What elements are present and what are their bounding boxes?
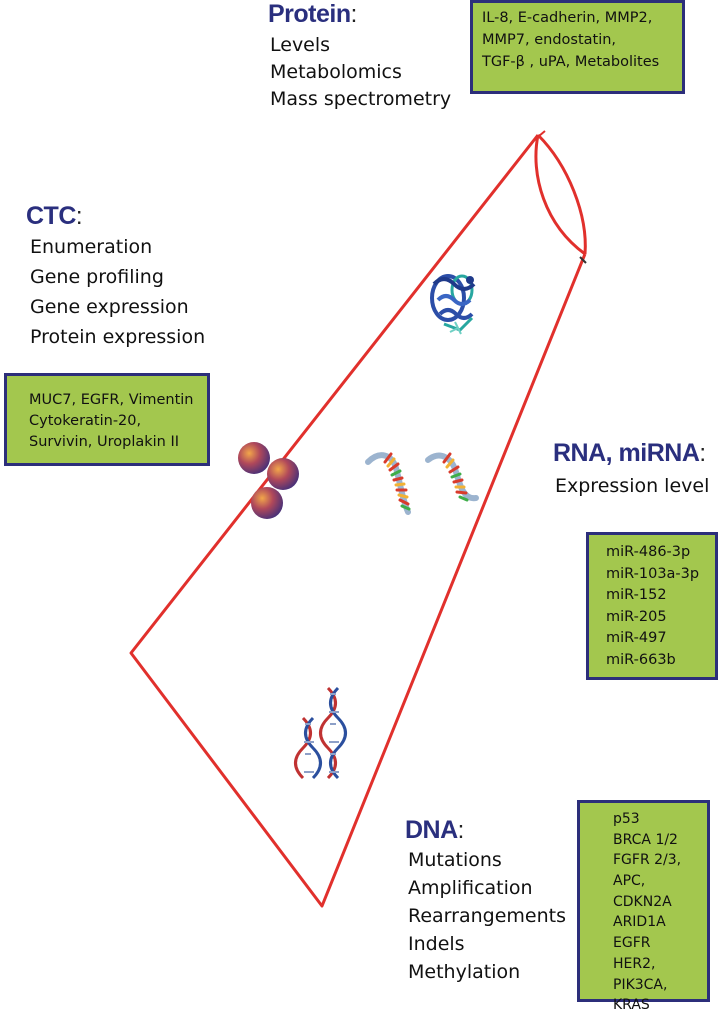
dna-marker-line: HER2,	[613, 955, 656, 972]
ctc-method: Protein expression	[30, 326, 206, 348]
ctc-marker-line: Cytokeratin-20,	[29, 413, 142, 429]
protein-method: Mass spectrometry	[270, 88, 452, 110]
rna-marker-line: miR-663b	[606, 651, 676, 668]
protein-title-colon: :	[350, 1, 358, 28]
rna-title-colon: :	[699, 440, 706, 467]
dna-title: DNA:	[405, 818, 464, 843]
cell-spheres-icon	[238, 442, 299, 519]
dna-marker-line: CDKN2A	[613, 893, 672, 910]
rna-title-text: RNA, miRNA	[553, 439, 700, 467]
ctc-methods-list: Enumeration Gene profiling Gene expressi…	[30, 238, 205, 358]
protein-title: Protein:	[268, 2, 357, 27]
dna-method: Mutations	[408, 849, 502, 871]
protein-methods-list: Levels Metabolomics Mass spectrometry	[270, 36, 451, 117]
dna-marker-line: BRCA 1/2	[613, 831, 678, 848]
dna-marker-line: FGFR 2/3,	[613, 852, 682, 869]
dna-title-text: DNA	[405, 816, 458, 844]
dna-method: Methylation	[408, 961, 521, 983]
dna-marker-line: ARID1A	[613, 914, 666, 931]
dna-marker-line: KRAS	[613, 997, 650, 1014]
protein-method: Levels	[270, 34, 331, 56]
ctc-title-colon: :	[75, 203, 83, 230]
rna-markers-box: miR-486-3p miR-103a-3p miR-152 miR-205 m…	[586, 532, 718, 680]
ctc-markers-box: MUC7, EGFR, Vimentin Cytokeratin-20, Sur…	[4, 373, 210, 466]
protein-marker-line: TGF-β , uPA, Metabolites	[482, 54, 660, 70]
protein-title-text: Protein	[268, 0, 351, 28]
dna-marker-line: PIK3CA,	[613, 976, 668, 993]
rna-marker-line: miR-486-3p	[606, 544, 691, 560]
tube-outline	[129, 130, 587, 908]
rna-methods-list: Expression level	[555, 477, 709, 496]
rna-strands-icon	[365, 452, 479, 515]
dna-title-colon: :	[457, 817, 465, 844]
rna-title: RNA, miRNA:	[553, 441, 706, 466]
dna-marker-line: APC,	[613, 873, 646, 890]
protein-structure-icon	[430, 274, 476, 335]
protein-marker-line: IL-8, E-cadherin, MMP2,	[482, 10, 653, 26]
dna-method: Indels	[408, 933, 465, 955]
rna-marker-line: miR-205	[606, 608, 667, 625]
dna-marker-line: EGFR	[613, 935, 651, 952]
dna-markers-box: p53 BRCA 1/2 FGFR 2/3, APC, CDKN2A ARID1…	[577, 800, 710, 1012]
ctc-marker-line: Survivin, Uroplakin II	[29, 434, 180, 450]
ctc-marker-line: MUC7, EGFR, Vimentin	[29, 392, 194, 408]
dna-marker-line: p53	[613, 811, 640, 827]
protein-marker-line: MMP7, endostatin,	[482, 32, 617, 48]
rna-marker-line: miR-152	[606, 587, 667, 603]
ctc-method: Enumeration	[30, 236, 153, 258]
ctc-title-text: CTC	[26, 202, 76, 230]
ctc-method: Gene expression	[30, 296, 189, 318]
dna-method: Rearrangements	[408, 905, 566, 927]
dna-helix-icon	[294, 686, 347, 780]
dna-methods-list: Mutations Amplification Rearrangements I…	[408, 851, 566, 991]
protein-method: Metabolomics	[270, 61, 402, 83]
rna-marker-line: miR-497	[606, 630, 667, 646]
ctc-title: CTC:	[26, 202, 83, 230]
rna-method: Expression level	[555, 475, 710, 497]
rna-marker-line: miR-103a-3p	[606, 565, 700, 582]
protein-markers-box: IL-8, E-cadherin, MMP2, MMP7, endostatin…	[470, 0, 685, 94]
dna-method: Amplification	[408, 877, 533, 899]
ctc-method: Gene profiling	[30, 266, 164, 288]
